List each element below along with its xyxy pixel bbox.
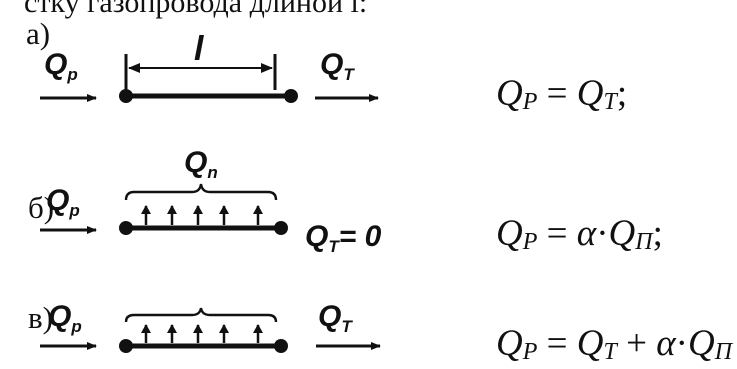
node-right-b xyxy=(274,221,288,235)
node-right-a xyxy=(284,89,298,103)
formula-a: QP = QT; xyxy=(496,73,628,115)
length-label-a: l xyxy=(194,30,204,68)
brace-c xyxy=(124,307,278,323)
formula-b: QP = α·QП; xyxy=(496,213,663,255)
withdrawal-arrows-c xyxy=(141,324,263,343)
cropped-caption: стку газопровода длиной l: xyxy=(24,0,368,19)
row-label-c: в) xyxy=(28,300,53,335)
row-label-a: а) xyxy=(26,16,51,51)
node-left-a xyxy=(119,89,133,103)
outflow-label-a: QT xyxy=(320,48,354,84)
brace-b xyxy=(124,183,278,201)
formula-c: QP = QT + α·QП xyxy=(496,323,733,365)
withdrawal-arrows-b xyxy=(141,205,263,225)
outflow-label-b: QT= 0 xyxy=(305,220,382,256)
node-left-c xyxy=(119,339,133,353)
row-label-b: б) xyxy=(28,190,55,225)
inflow-label-c: Qp xyxy=(48,300,82,336)
inflow-label-b: Qp xyxy=(46,184,80,220)
node-right-c xyxy=(274,339,288,353)
node-left-b xyxy=(119,221,133,235)
outflow-label-c: QT xyxy=(318,300,352,336)
brace-label-b: Qn xyxy=(184,146,218,182)
inflow-label-a: Qp xyxy=(44,48,78,84)
